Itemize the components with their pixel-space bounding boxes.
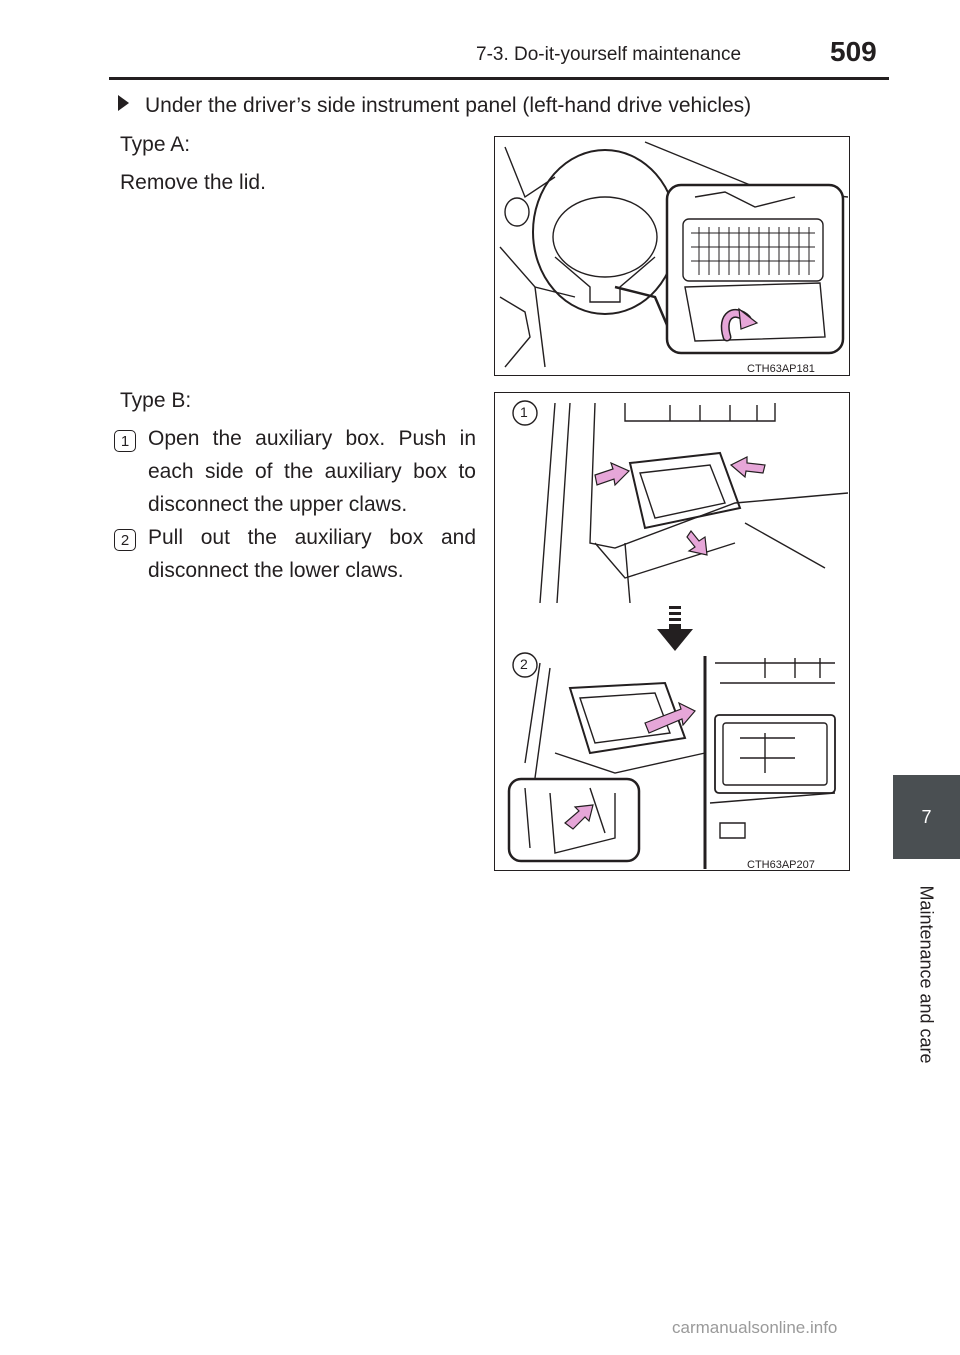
type-b-label: Type B: (120, 389, 192, 412)
header-divider (109, 77, 889, 80)
page-number: 509 (830, 36, 877, 67)
step-1-text: Open the auxiliary box. Push in each sid… (148, 427, 476, 516)
watermark: carmanualsonline.info (672, 1318, 838, 1337)
chapter-tab-title: Maintenance and care (917, 884, 937, 1064)
chapter-tab-number: 7 (893, 775, 960, 859)
step-1-number: 1 (114, 430, 136, 452)
triangle-bullet-icon (118, 95, 129, 111)
figure-b-code: CTH63AP207 (747, 859, 815, 871)
type-a-instruction: Remove the lid. (120, 171, 266, 194)
bullet-heading: Under the driver’s side instrument panel… (118, 94, 751, 118)
callout-2: 2 (520, 656, 528, 672)
figure-type-b: 1 2 CTH63AP207 (494, 392, 850, 871)
callout-1: 1 (520, 404, 528, 420)
section-title: 7-3. Do-it-yourself maintenance (476, 44, 742, 65)
bullet-heading-text: Under the driver’s side instrument panel… (145, 94, 752, 117)
step-2-text: Pull out the auxiliary box and disconnec… (148, 526, 476, 582)
step-2-number: 2 (114, 529, 136, 551)
figure-a-code: CTH63AP181 (747, 363, 815, 375)
chapter-tab-label: Maintenance and care (893, 859, 960, 1089)
type-b-illustration (507, 400, 849, 869)
figure-type-a: CTH63AP181 (494, 136, 850, 376)
type-a-label: Type A: (120, 133, 191, 156)
type-a-illustration (499, 141, 849, 368)
